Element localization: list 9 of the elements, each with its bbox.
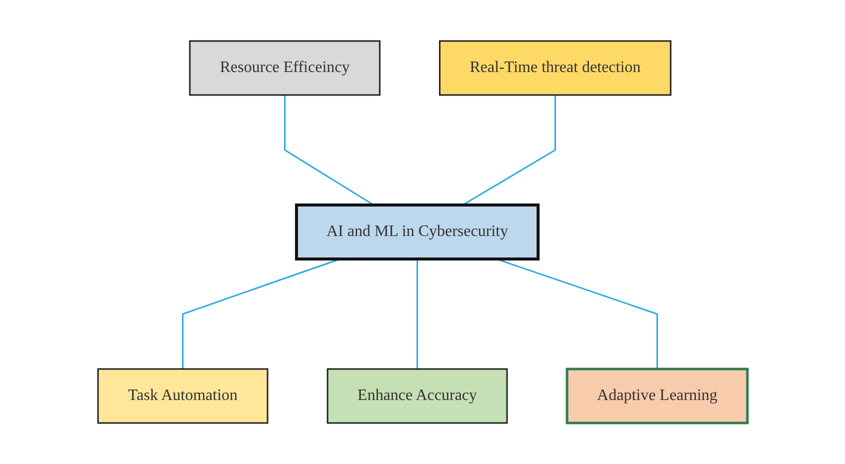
node-box: Task Automation — [97, 368, 268, 424]
connector — [416, 259, 418, 369]
node-box: AI and ML in Cybersecurity — [294, 204, 540, 260]
node-box: Real-Time threat detection — [438, 40, 672, 96]
node-box: Adaptive Learning — [566, 368, 748, 424]
node-box: Enhance Accuracy — [326, 368, 508, 424]
connector — [462, 95, 556, 206]
node-box: Resource Efficeincy — [188, 40, 380, 96]
connector — [284, 95, 374, 206]
